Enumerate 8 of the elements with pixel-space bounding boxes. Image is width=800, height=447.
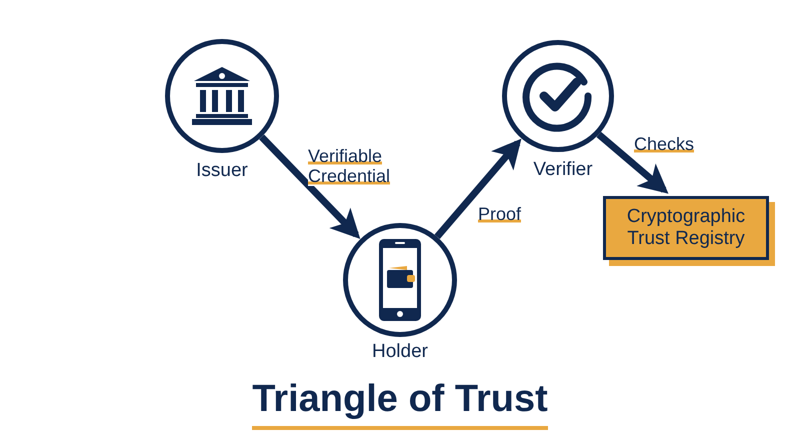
title: Triangle of Trust — [252, 376, 548, 430]
registry-box: Cryptographic Trust Registry — [603, 196, 769, 260]
arrow — [259, 134, 360, 239]
node-label: Issuer — [196, 160, 248, 182]
arrow — [596, 132, 668, 194]
node-label: Holder — [372, 341, 428, 363]
arrow — [434, 138, 522, 240]
node-label: Verifier — [533, 159, 593, 181]
